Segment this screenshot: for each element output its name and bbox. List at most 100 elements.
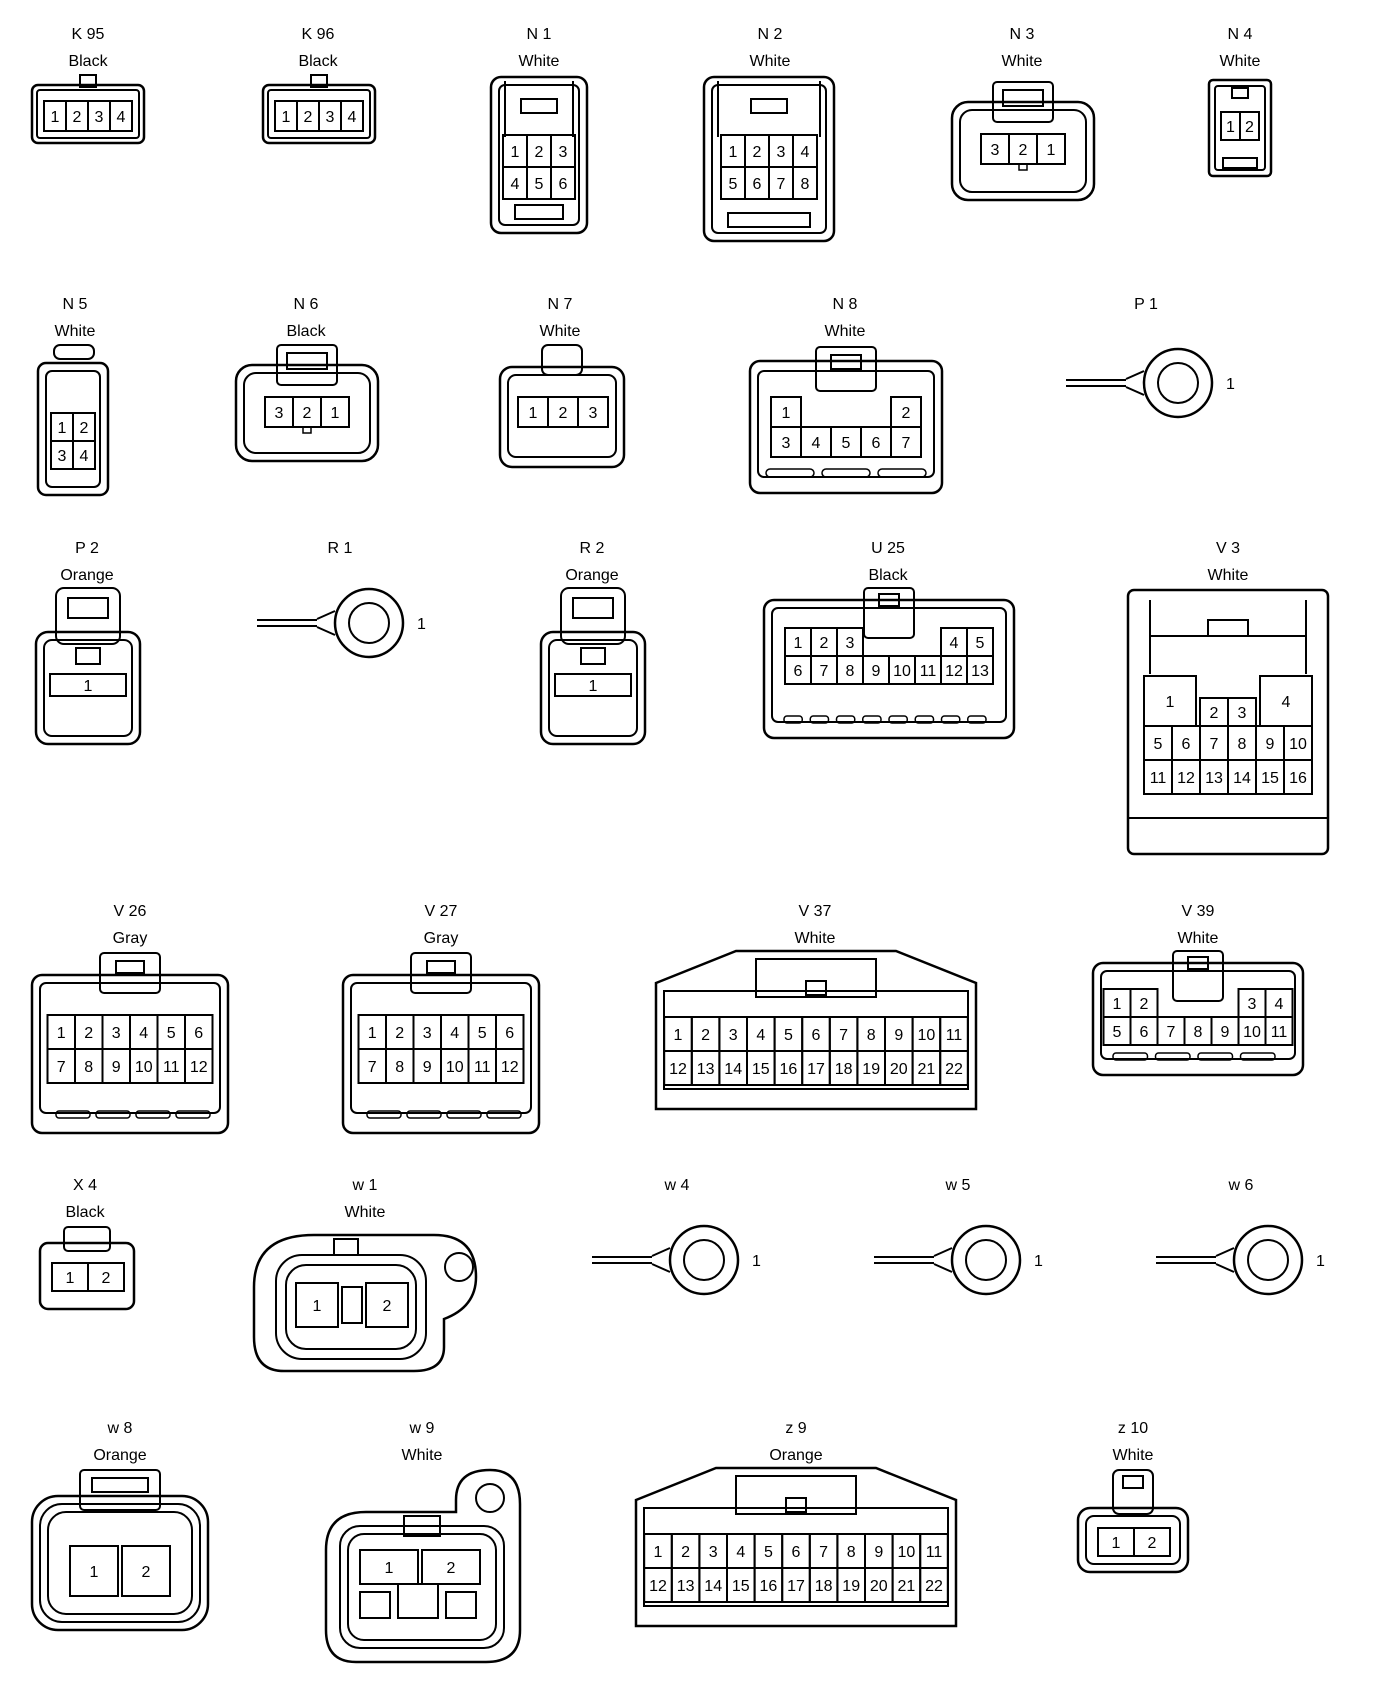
pin-number: 19	[842, 1578, 860, 1595]
pin-number: 2	[383, 1298, 392, 1315]
pin-number: 2	[102, 1270, 111, 1287]
pin-number: 5	[784, 1027, 793, 1044]
connector-color: White	[1112, 1447, 1154, 1464]
connector-color: White	[749, 53, 791, 70]
connector-r1-shape: 1	[257, 587, 426, 659]
connector-code: w 1	[352, 1177, 378, 1194]
ring-hole	[1157, 362, 1199, 404]
pin-number: 1	[1047, 142, 1056, 159]
connector-color: Black	[68, 53, 108, 70]
connector-color: Orange	[60, 567, 114, 584]
pin-number: 9	[1221, 1024, 1230, 1041]
connector-p2-shape: 1	[34, 587, 142, 746]
pin-1: 1	[554, 673, 632, 697]
pin-number: 7	[1167, 1024, 1176, 1041]
pin-number: 15	[1261, 770, 1279, 787]
pin-number: 13	[1205, 770, 1223, 787]
pin-number: 10	[918, 1027, 936, 1044]
pin-number: 3	[777, 144, 786, 161]
pin-number: 1	[84, 678, 93, 695]
pin-number: 12	[190, 1059, 208, 1076]
pin-number: 10	[893, 663, 911, 680]
pin-number: 3	[709, 1544, 718, 1561]
pin-1: 1	[295, 1282, 339, 1328]
connector-code: N 2	[757, 26, 783, 43]
pin-12: 12	[495, 1048, 525, 1084]
pin-number: 22	[945, 1061, 963, 1078]
pin-number: 20	[870, 1578, 888, 1595]
pin-number: 4	[511, 176, 520, 193]
pin-number: 6	[505, 1025, 514, 1042]
connector-color: White	[1001, 53, 1043, 70]
pin-number: 9	[423, 1059, 432, 1076]
pin-number: 8	[395, 1059, 404, 1076]
pin-number: 4	[801, 144, 810, 161]
pin-number: 8	[1238, 736, 1247, 753]
pin-number: 10	[135, 1059, 153, 1076]
pin-number: 10	[898, 1544, 916, 1561]
pin-number: 1	[674, 1027, 683, 1044]
pin-number: 3	[589, 405, 598, 422]
pin-number: 18	[835, 1061, 853, 1078]
connector-code: w 9	[409, 1420, 435, 1437]
pin-number: 5	[976, 635, 985, 652]
connector-code: N 6	[293, 296, 319, 313]
pin-number: 4	[139, 1025, 148, 1042]
pin-number: 1	[57, 1025, 66, 1042]
pin-number: 1	[794, 635, 803, 652]
pin-number: 17	[807, 1061, 825, 1078]
pin-number: 5	[729, 176, 738, 193]
ring-hole	[683, 1239, 725, 1281]
connector-p1-shape: 1	[1066, 347, 1235, 419]
pin-number: 3	[1238, 705, 1247, 722]
pin-number: 8	[867, 1027, 876, 1044]
pin-number: 7	[1210, 736, 1219, 753]
pin-2: 2	[365, 1282, 409, 1328]
pin-number: 5	[1113, 1024, 1122, 1041]
ring-terminal	[950, 1224, 1022, 1296]
pin-number: 2	[1140, 996, 1149, 1013]
pin-22: 22	[919, 1567, 949, 1603]
pin-number: 13	[971, 663, 989, 680]
pin-number: 19	[862, 1061, 880, 1078]
pin-number: 10	[446, 1059, 464, 1076]
connector-color: White	[1207, 567, 1249, 584]
pin-2: 2	[1239, 111, 1260, 141]
pin-4: 4	[109, 100, 133, 132]
connector-color: White	[518, 53, 560, 70]
pin-number: 2	[902, 405, 911, 422]
pin-number: 2	[1210, 705, 1219, 722]
connector-color: White	[344, 1204, 386, 1221]
pin-number: 1	[1226, 376, 1235, 393]
pin-number: 2	[701, 1027, 710, 1044]
connector-w6-shape: 1	[1156, 1224, 1325, 1296]
pin-number: 4	[736, 1544, 745, 1561]
pin-number: 3	[559, 144, 568, 161]
pin-number: 3	[95, 109, 104, 126]
pin-number: 6	[794, 663, 803, 680]
connector-code: V 39	[1181, 903, 1215, 920]
pin-22: 22	[939, 1050, 969, 1086]
pin-number: 4	[117, 109, 126, 126]
pin-number: 13	[697, 1061, 715, 1078]
pin-1: 1	[69, 1545, 119, 1597]
connector-color: Gray	[423, 930, 459, 947]
pin-number: 21	[898, 1578, 916, 1595]
pin-number: 1	[51, 109, 60, 126]
